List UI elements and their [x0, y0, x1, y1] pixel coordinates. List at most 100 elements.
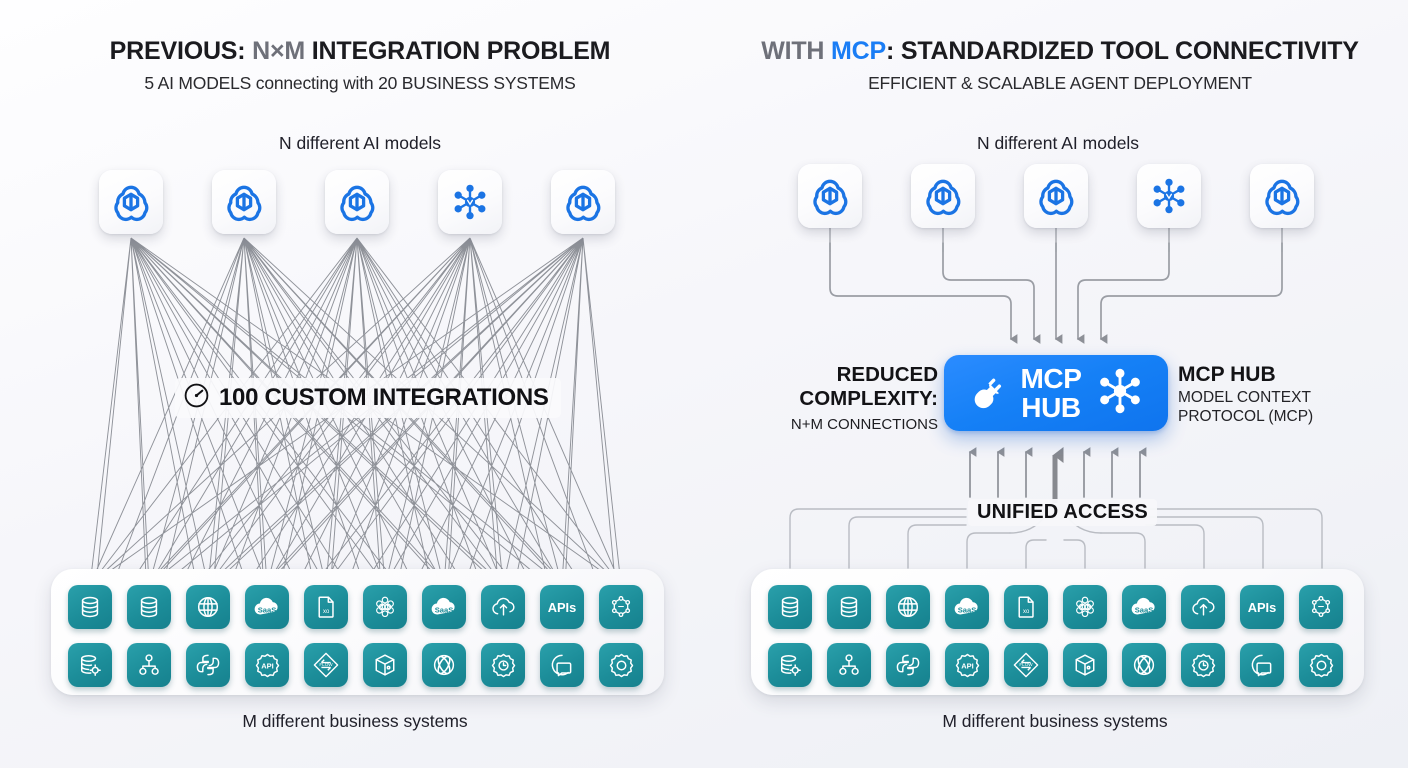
right-business-system-database-settings-icon-r2c1[interactable] [768, 643, 812, 687]
svg-text:xo: xo [1023, 609, 1030, 615]
svg-text:FLOW: FLOW [1019, 662, 1033, 667]
left-title-post: INTEGRATION PROBLEM [305, 37, 611, 65]
right-business-system-database-icon-r1c1[interactable] [768, 585, 812, 629]
ai-model-card-r5[interactable] [1250, 164, 1314, 228]
svg-text:API: API [261, 661, 274, 670]
openai-knot-icon [561, 180, 605, 224]
unified-access-up-arrows [968, 447, 1147, 498]
right-panel-title: WITH MCP: STANDARDIZED TOOL CONNECTIVITY [730, 36, 1390, 66]
left-business-system-api-gear-icon-r2c4[interactable]: API [245, 643, 289, 687]
ai-model-card-4[interactable] [438, 170, 502, 234]
left-business-system-globe-grid-icon-r1c3[interactable] [186, 585, 230, 629]
right-business-system-node-ring-icon-r1c10[interactable] [1299, 585, 1343, 629]
left-business-system-apis-icon-r1c9[interactable]: APIs [540, 585, 584, 629]
right-business-system-globe-sphere-icon-r2c7[interactable] [1122, 643, 1166, 687]
left-business-system-gear-icon-r2c10[interactable] [599, 643, 643, 687]
right-title-post: : STANDARDIZED TOOL CONNECTIVITY [886, 37, 1359, 65]
svg-text:SaaS: SaaS [258, 606, 277, 615]
left-business-system-saas-cloud-icon-r1c4[interactable]: SaaS [245, 585, 289, 629]
left-business-system-chat-page-icon-r2c9[interactable] [540, 643, 584, 687]
ai-model-card-2[interactable] [212, 170, 276, 234]
left-business-system-database-settings-icon-r2c1[interactable] [68, 643, 112, 687]
ai-model-card-r3[interactable] [1024, 164, 1088, 228]
left-panel-title-block: PREVIOUS: N×M INTEGRATION PROBLEM 5 AI M… [60, 36, 660, 95]
right-business-system-saas-cloud-icon-r1c4[interactable]: SaaS [945, 585, 989, 629]
mcp-hub-description: MCP HUB MODEL CONTEXT PROTOCOL (MCP) [1178, 362, 1313, 426]
left-business-system-document-xo-icon-r1c5[interactable]: xo [304, 585, 348, 629]
left-business-system-org-tree-icon-r2c2[interactable] [127, 643, 171, 687]
ai-model-card-r1[interactable] [798, 164, 862, 228]
svg-text:xo: xo [323, 609, 330, 615]
ai-model-card-3[interactable] [325, 170, 389, 234]
right-business-system-org-tree-icon-r2c2[interactable] [827, 643, 871, 687]
openai-knot-icon [1260, 174, 1304, 218]
plug-icon [966, 370, 1008, 417]
ai-model-card-r4[interactable] [1137, 164, 1201, 228]
reduced-complexity-line2: COMPLEXITY: [799, 387, 938, 410]
openai-knot-icon [222, 180, 266, 224]
right-business-system-diamond-flow-icon-r2c5[interactable]: FLOW [1004, 643, 1048, 687]
right-business-system-database-icon-r1c2[interactable] [827, 585, 871, 629]
left-business-system-globe-sphere-icon-r2c7[interactable] [422, 643, 466, 687]
reduced-complexity-line1: REDUCED [836, 363, 938, 386]
mcp-hub-box[interactable]: MCP HUB [944, 355, 1168, 431]
svg-text:APIs: APIs [1248, 600, 1276, 615]
hub-network-icon [1149, 176, 1189, 216]
openai-knot-icon [1034, 174, 1078, 218]
svg-text:SaaS: SaaS [435, 606, 454, 615]
ai-model-card-r2[interactable] [911, 164, 975, 228]
unified-access-label: UNIFIED ACCESS [968, 499, 1157, 526]
left-business-system-python-icon-r2c3[interactable] [186, 643, 230, 687]
left-business-system-database-icon-r1c1[interactable] [68, 585, 112, 629]
right-business-system-document-xo-icon-r1c5[interactable]: xo [1004, 585, 1048, 629]
openai-knot-icon [335, 180, 379, 224]
model-card-stems [829, 228, 1283, 252]
left-business-system-node-ring-icon-r1c10[interactable] [599, 585, 643, 629]
mcp-hub-label: MCP HUB [1020, 364, 1081, 422]
reduced-complexity-sub: N+M CONNECTIONS [790, 416, 938, 433]
right-business-system-gear-clock-icon-r2c8[interactable] [1181, 643, 1225, 687]
mcp-hub-line2: HUB [1021, 392, 1081, 423]
right-business-system-api-gear-icon-r2c4[interactable]: API [945, 643, 989, 687]
mcp-hub-desc-line2: PROTOCOL (MCP) [1178, 408, 1314, 425]
left-business-system-cube-icon-r2c6[interactable] [363, 643, 407, 687]
svg-text:API: API [961, 661, 974, 670]
left-panel-subtitle: 5 AI MODELS connecting with 20 BUSINESS … [144, 73, 576, 93]
right-business-system-saas-cloud-icon-r1c7[interactable]: SaaS [1122, 585, 1166, 629]
openai-knot-icon [808, 174, 852, 218]
reduced-complexity-label: REDUCED COMPLEXITY: N+M CONNECTIONS [766, 363, 938, 435]
left-business-system-database-icon-r1c2[interactable] [127, 585, 171, 629]
openai-knot-icon [921, 174, 965, 218]
left-title-nxm: N×M [252, 37, 306, 65]
left-business-system-saas-cloud-icon-r1c7[interactable]: SaaS [422, 585, 466, 629]
svg-text:SaaS: SaaS [958, 606, 977, 615]
ai-model-card-1[interactable] [99, 170, 163, 234]
hub-network-icon [1094, 365, 1146, 422]
right-business-system-chat-page-icon-r2c9[interactable] [1240, 643, 1284, 687]
right-business-system-gear-icon-r2c10[interactable] [1299, 643, 1343, 687]
right-business-system-python-icon-r2c3[interactable] [886, 643, 930, 687]
right-business-system-molecule-icon-r1c6[interactable] [1063, 585, 1107, 629]
right-title-mcp: MCP [831, 37, 886, 65]
right-business-system-cloud-upload-icon-r1c8[interactable] [1181, 585, 1225, 629]
right-title-pre: WITH [761, 37, 832, 65]
left-business-system-cloud-upload-icon-r1c8[interactable] [481, 585, 525, 629]
left-title-pre: PREVIOUS: [109, 37, 253, 65]
gauge-icon [183, 382, 210, 414]
left-business-system-diamond-flow-icon-r2c5[interactable]: FLOW [304, 643, 348, 687]
right-business-system-globe-grid-icon-r1c3[interactable] [886, 585, 930, 629]
ai-model-card-5[interactable] [551, 170, 615, 234]
right-bottom-caption: M different business systems [942, 711, 1168, 731]
custom-integrations-badge: 100 CUSTOM INTEGRATIONS [175, 378, 561, 418]
left-business-system-gear-clock-icon-r2c8[interactable] [481, 643, 525, 687]
mcp-hub-desc-line1: MODEL CONTEXT [1178, 389, 1311, 406]
right-business-system-apis-icon-r1c9[interactable]: APIs [1240, 585, 1284, 629]
right-business-system-cube-icon-r2c6[interactable] [1063, 643, 1107, 687]
left-business-system-molecule-icon-r1c6[interactable] [363, 585, 407, 629]
openai-knot-icon [109, 180, 153, 224]
hub-network-icon [450, 182, 490, 222]
svg-text:APIs: APIs [548, 600, 576, 615]
mcp-hub-line1: MCP [1020, 363, 1082, 394]
